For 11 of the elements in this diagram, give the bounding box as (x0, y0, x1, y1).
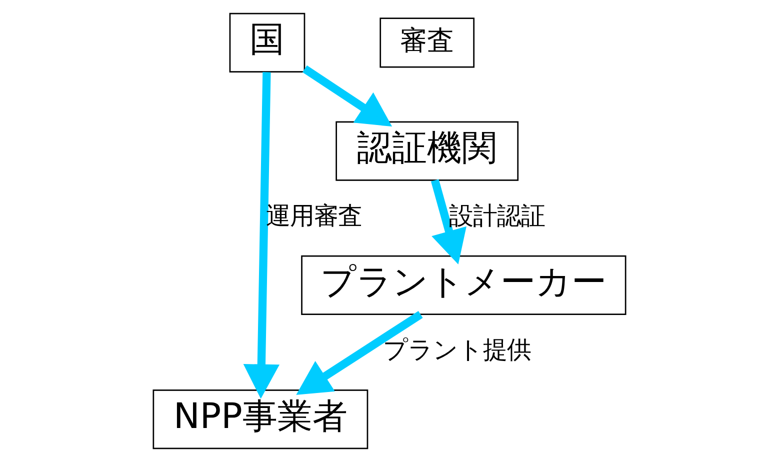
edge-label: プラント提供 (382, 335, 530, 364)
node-box: 認証機関 (335, 121, 518, 181)
arrow (242, 72, 280, 399)
edge-label: 設計認証 (448, 201, 544, 230)
arrow (430, 179, 466, 264)
arrow (296, 311, 422, 395)
node-box: プラントメーカー (300, 255, 626, 315)
node-box: NPP事業者 (152, 390, 368, 450)
node-box: 国 (228, 12, 305, 72)
node-box: 審査 (379, 18, 474, 68)
arrow (302, 65, 392, 127)
